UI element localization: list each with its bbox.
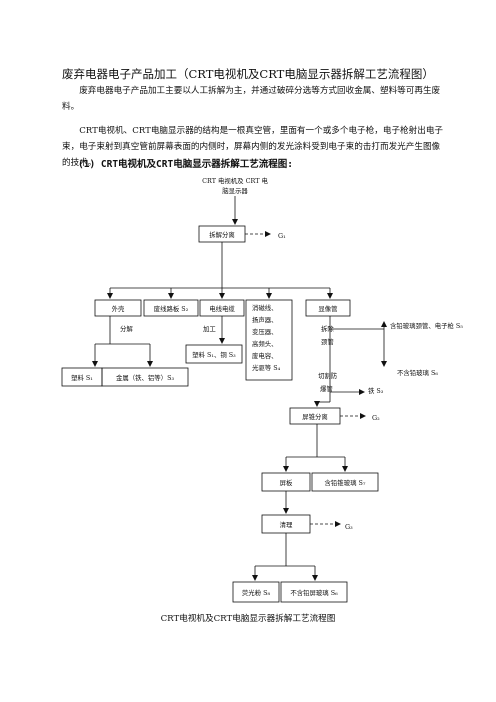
process-step-label: 加工: [203, 324, 216, 333]
phosphor-label: 荧光粉 S₈: [242, 588, 271, 597]
screen-label: 屏板: [280, 478, 293, 487]
shell-label: 外壳: [112, 304, 125, 313]
plastic-copper-label: 塑料 S₁、铜 S₃: [192, 350, 236, 359]
shell-box: [94, 299, 142, 317]
lead-free-screen-glass-box: [280, 581, 348, 603]
split-step-label: 分解: [120, 324, 133, 333]
cable-label: 电线电缆: [209, 304, 235, 313]
lead-cone-glass-box: [311, 472, 379, 492]
cut-tube-label-line1: 切割防: [318, 371, 338, 380]
paragraph-intro: 废弃电器电子产品加工主要以人工拆解为主，并通过破碎分选等方式回收金属、塑料等可再…: [62, 86, 441, 112]
source-label-line1: CRT 电视机及 CRT 电: [202, 176, 268, 185]
iron-output: 铁 S₃: [368, 386, 384, 395]
clean-label: 清理: [280, 520, 293, 529]
component-item: 光驱等 S₄: [252, 363, 281, 372]
phosphor-box: [232, 581, 280, 603]
component-item: 变压器、: [252, 327, 278, 336]
section-subheading: (1) CRT电视机及CRT电脑显示器拆解工艺流程图:: [78, 159, 293, 170]
lead-free-screen-glass-label: 不含铅屏玻璃 S₆: [290, 588, 338, 597]
g2-label: G₂: [372, 414, 380, 422]
paragraph-crt-structure: CRT电视机、CRT电脑显示器的结构是一根真空管，里面有一个或多个电子枪，电子枪…: [62, 126, 444, 168]
remove-neck-label-line2: 颈管: [321, 337, 334, 346]
metal-box: [101, 367, 189, 387]
document-title: 废弃电器电子产品加工（CRT电视机及CRT电脑显示器拆解工艺流程图）: [62, 67, 434, 81]
g1-label: G₁: [278, 232, 286, 240]
cut-tube-label-line2: 爆管: [320, 384, 333, 393]
screen-cone-separation-label: 屏锥分离: [302, 412, 328, 421]
metal-label: 金属（铁、铝等）S₃: [116, 373, 175, 382]
source-label-line2: 脑显示器: [222, 186, 248, 195]
pcb-label: 废线路板 S₂: [154, 304, 189, 313]
tube-label: 显像管: [318, 304, 337, 313]
pcb-box: [143, 299, 199, 317]
component-item: 消磁线、: [252, 303, 278, 312]
lead-free-glass-output: 不含铅玻璃 S₆: [397, 368, 438, 377]
component-item: 高频头、: [252, 339, 278, 348]
g3-label: G₃: [345, 523, 353, 531]
remove-neck-label-line1: 拆除: [321, 324, 334, 333]
plastic-copper-box: [185, 344, 243, 364]
figure-caption: CRT电视机及CRT电脑显示器拆解工艺流程图: [160, 614, 336, 624]
tube-box: [305, 299, 351, 317]
component-item: 废电容、: [252, 351, 278, 360]
plastic-label: 塑料 S₁: [71, 373, 93, 382]
lead-cone-glass-label: 含铅锥玻璃 S₇: [325, 478, 366, 487]
lead-neck-glass-output: 含铅玻璃颈管、电子枪 S₅: [390, 321, 463, 330]
components-box: [245, 299, 293, 381]
component-item: 扬声器、: [252, 315, 278, 324]
dismantle-label: 拆解分离: [209, 230, 235, 239]
